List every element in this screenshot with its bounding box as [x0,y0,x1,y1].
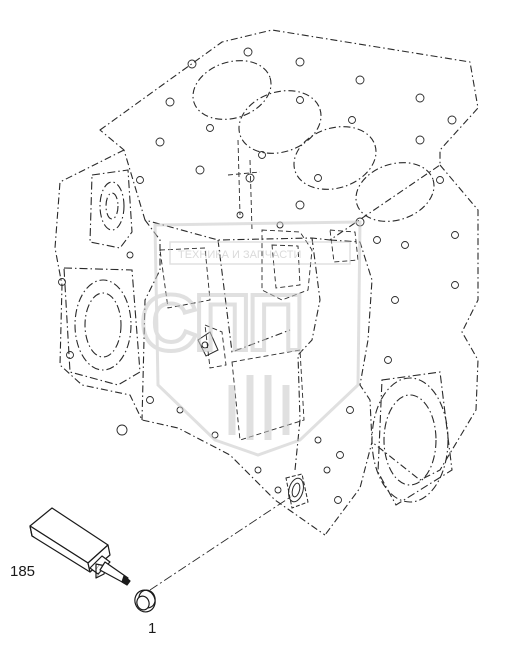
bolt-holes [58,47,459,504]
right-bearing-bore [371,371,453,506]
callout-185: 185 [10,563,36,580]
leader-lines [149,495,293,591]
callout-1: 1 [148,620,157,637]
small-bracket [197,331,219,357]
internal-ribs [159,139,359,441]
engine-block [54,29,479,536]
cylinder-bores [192,60,435,222]
plug-part-1[interactable] [132,587,158,615]
sealant-tube-part-185[interactable] [29,507,131,586]
left-flange [63,169,141,386]
watermark-logo: ТЕХНИКА И ЗАПЧАСТИ СПП [138,220,362,457]
watermark-logo-text: СПП [140,278,301,367]
plug-hole [285,473,309,509]
watermark-text: ТЕХНИКА И ЗАПЧАСТИ [178,249,301,261]
